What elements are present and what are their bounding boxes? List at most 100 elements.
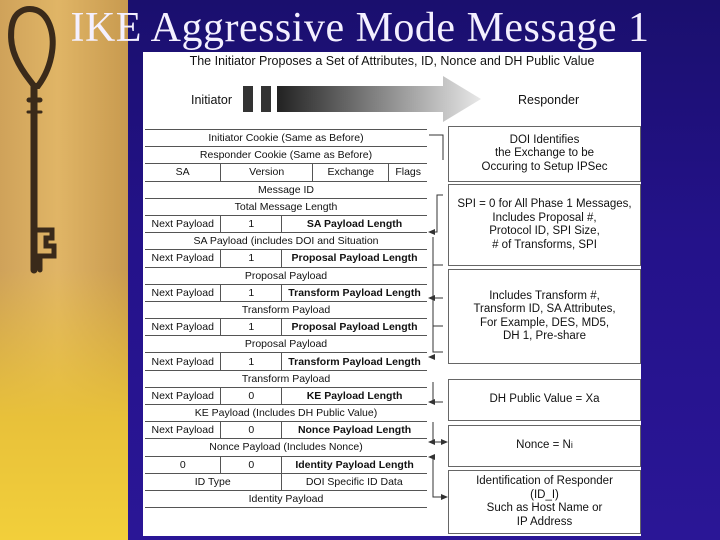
arrow-bar-2: [261, 86, 271, 112]
nonce-note-text: Nonce = N: [516, 439, 571, 452]
doi-note-line: the Exchange to be: [494, 147, 595, 160]
sa-payload-cell: SA Payload (includes DOI and Situation: [193, 235, 379, 248]
next-payload-cell: Next Payload: [145, 250, 222, 267]
transform-note: Includes Transform #, Transform ID, SA A…: [448, 269, 641, 364]
table-row: Next Payload 1 Proposal Payload Length: [145, 250, 427, 268]
transform-payload-length-cell: Transform Payload Length: [288, 355, 421, 368]
message-id-cell: Message ID: [257, 183, 315, 196]
proposal-payload-cell: Proposal Payload: [244, 338, 328, 351]
transform-note-line: For Example, DES, MD5,: [479, 316, 610, 329]
reserved-cell: 1: [221, 215, 283, 233]
next-payload-cell: Next Payload: [145, 353, 222, 370]
proposal-payload-length-cell: Proposal Payload Length: [291, 252, 418, 265]
next-payload-cell: Next Payload: [145, 387, 222, 404]
reserved-cell: 1: [221, 284, 283, 301]
doi-note-line: Occuring to Setup IPSec: [481, 160, 608, 173]
transform-payload-cell: Transform Payload: [241, 303, 331, 316]
next-payload-cell: Next Payload: [145, 319, 222, 336]
responder-label: Responder: [518, 93, 580, 107]
table-row: Proposal Payload: [145, 336, 427, 354]
key-icon: [8, 5, 57, 274]
next-payload-cell: Next Payload: [145, 284, 222, 301]
table-row: ID Type DOI Specific ID Data: [145, 473, 427, 491]
doi-specific-cell: DOI Specific ID Data: [305, 475, 403, 488]
doi-note-line: DOI Identifies: [509, 133, 580, 146]
initiator-label: Initiator: [191, 93, 232, 107]
table-row: Nonce Payload (Includes Nonce): [145, 439, 427, 457]
transform-note-line: Transform ID, SA Attributes,: [473, 303, 616, 315]
transform-payload-cell: Transform Payload: [241, 372, 331, 385]
proposal-payload-cell: Proposal Payload: [244, 269, 328, 282]
spi-note-line: Protocol ID, SPI Size,: [489, 225, 600, 237]
sa-payload-length-cell: SA Payload Length: [306, 218, 403, 231]
identity-note: Identification of Responder (ID_I) Such …: [448, 470, 641, 534]
table-row: Next Payload 1 Proposal Payload Length: [145, 319, 427, 337]
table-row: Next Payload 1 Transform Payload Length: [145, 284, 427, 302]
reserved-cell: 0: [221, 387, 283, 404]
id-type-cell: ID Type: [145, 473, 282, 490]
identity-payload-length-cell: Identity Payload Length: [295, 458, 414, 471]
transform-note-line: DH 1, Pre-share: [502, 330, 587, 342]
reserved-cell: 0: [221, 422, 283, 439]
spi-note-line: Includes Proposal #,: [492, 211, 597, 224]
table-row: Transform Payload: [145, 371, 427, 388]
table-row: Initiator Cookie (Same as Before): [145, 129, 427, 148]
table-row: Next Payload 0 Nonce Payload Length: [145, 422, 427, 440]
dh-note-line: DH Public Value = Xa: [489, 393, 600, 406]
initiator-cookie-cell: Initiator Cookie (Same as Before): [208, 132, 364, 145]
slide-title: IKE Aggressive Mode Message 1: [70, 5, 650, 51]
arrow-right-icon: [277, 76, 481, 122]
table-row: SA Payload (includes DOI and Situation: [145, 233, 427, 251]
table-row: Identity Payload: [145, 491, 427, 509]
total-length-cell: Total Message Length: [234, 200, 338, 213]
responder-cookie-cell: Responder Cookie (Same as Before): [199, 149, 373, 162]
table-row: KE Payload (Includes DH Public Value): [145, 405, 427, 423]
arrow-bar-1: [243, 86, 253, 112]
ke-payload-cell: KE Payload (Includes DH Public Value): [194, 407, 378, 420]
exchange-cell: Exchange: [313, 164, 390, 181]
ke-payload-length-cell: KE Payload Length: [306, 389, 403, 402]
table-row: SA Version Exchange Flags: [145, 164, 427, 182]
decorative-side-strip: [0, 0, 128, 540]
reserved-cell: 1: [221, 250, 283, 267]
sa-cell: SA: [145, 164, 222, 181]
packet-table: Initiator Cookie (Same as Before) Respon…: [145, 129, 427, 509]
table-row: Next Payload 0 KE Payload Length: [145, 387, 427, 405]
table-row: Next Payload 1 SA Payload Length: [145, 215, 427, 234]
transform-note-line: Includes Transform #,: [489, 289, 600, 302]
identity-payload-cell: Identity Payload: [248, 493, 324, 506]
nonce-payload-cell: Nonce Payload (Includes Nonce): [209, 441, 363, 454]
table-row: Transform Payload: [145, 302, 427, 320]
identity-note-line: Identification of Responder: [476, 475, 613, 487]
table-row: 0 0 Identity Payload Length: [145, 456, 427, 474]
diagram-heading: The Initiator Proposes a Set of Attribut…: [189, 54, 595, 68]
identity-note-line: (ID_I): [530, 488, 559, 501]
reserved-cell: 0: [221, 456, 283, 473]
reserved-cell: 1: [221, 319, 283, 336]
table-row: Total Message Length: [145, 199, 427, 216]
version-cell: Version: [221, 164, 314, 181]
spi-note: SPI = 0 for All Phase 1 Messages, Includ…: [448, 184, 641, 266]
diagram-panel: The Initiator Proposes a Set of Attribut…: [143, 52, 641, 536]
reserved-cell: 1: [221, 353, 283, 370]
next-payload-cell: 0: [145, 456, 222, 473]
identity-note-line: Such as Host Name or: [486, 502, 603, 514]
identity-note-line: IP Address: [516, 515, 573, 528]
table-row: Next Payload 1 Transform Payload Length: [145, 353, 427, 371]
spi-note-line: # of Transforms, SPI: [492, 238, 597, 251]
doi-note: DOI Identifies the Exchange to be Occuri…: [448, 126, 641, 182]
dh-note: DH Public Value = Xa: [448, 379, 641, 421]
next-payload-cell: Next Payload: [145, 215, 222, 233]
nonce-subscript: i: [570, 440, 573, 451]
table-row: Message ID: [145, 182, 427, 199]
flags-cell: Flags: [395, 166, 422, 179]
proposal-payload-length-cell: Proposal Payload Length: [291, 321, 418, 334]
next-payload-cell: Next Payload: [145, 422, 222, 439]
table-row: Proposal Payload: [145, 268, 427, 285]
spi-note-line: SPI = 0 for All Phase 1 Messages,: [457, 198, 632, 210]
connector-layer: [243, 76, 481, 500]
nonce-payload-length-cell: Nonce Payload Length: [297, 424, 412, 437]
table-row: Responder Cookie (Same as Before): [145, 147, 427, 165]
transform-payload-length-cell: Transform Payload Length: [288, 286, 421, 299]
